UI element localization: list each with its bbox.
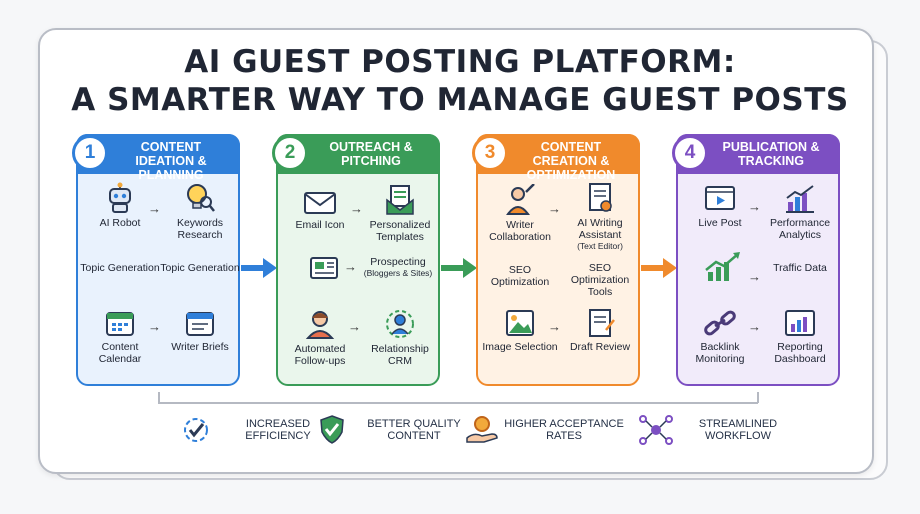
calendar-icon [106, 312, 134, 336]
robot-icon [109, 182, 131, 213]
chain-link-icon [704, 310, 736, 336]
stage-publication-tracking: PUBLICATION & TRACKING 4 Live Post → Per… [672, 134, 840, 386]
performance-analytics: Performance Analytics [760, 184, 840, 241]
stage-number: 1 [72, 135, 108, 171]
newsletter [284, 254, 364, 285]
writer-collaboration: Writer Collaboration [480, 184, 560, 243]
arrow-right-icon: → [748, 199, 761, 214]
topic-generation: Topic Generation [160, 262, 240, 274]
live-post: Live Post [680, 184, 760, 229]
network-icon [639, 415, 673, 445]
seo-optimization: SEO Optimization [490, 264, 550, 288]
automated-follow-ups: Automated Follow-ups [280, 308, 360, 367]
arrow-right-icon [641, 258, 677, 278]
writer-briefs: Writer Briefs [160, 308, 240, 353]
draft-review: Draft Review [560, 308, 640, 353]
arrow-right-icon: → [350, 201, 363, 216]
prospecting: Prospecting (Bloggers & Sites) [363, 256, 433, 278]
stage-content-ideation: CONTENT IDEATION & PLANNING 1 AI Robot →… [72, 134, 240, 386]
content-calendar: Content Calendar [80, 308, 160, 365]
review-icon [589, 309, 615, 337]
arrow-right-icon: → [548, 201, 561, 216]
seo-optimization-tools: SEO Optimization Tools [570, 262, 630, 298]
arrow-right-icon: → [344, 259, 357, 274]
image-selection: Image Selection [480, 308, 560, 353]
arrow-right-icon: → [148, 201, 161, 216]
connector-line [158, 392, 160, 403]
ai-writing-assistant: AI Writing Assistant (Text Editor) [558, 182, 642, 251]
stage-number: 4 [672, 135, 708, 171]
arrow-right-icon: → [748, 269, 761, 284]
ai-robot: AI Robot [80, 182, 160, 229]
document-icon [589, 183, 612, 212]
stage-number: 2 [272, 135, 308, 171]
browser-play-icon [705, 186, 735, 210]
arrow-right-icon: → [748, 319, 761, 334]
hand-coin-icon [466, 416, 498, 443]
arrow-right-icon: → [548, 319, 561, 334]
connector-line [158, 402, 758, 404]
arrow-right-icon: → [148, 319, 161, 334]
bar-chart-icon [786, 185, 814, 213]
stage-outreach-pitching: OUTREACH & PITCHING 2 Email Icon → Perso… [272, 134, 440, 386]
arrow-right-icon [441, 258, 477, 278]
stage-content-creation: CONTENT CREATION & OPTIMIZATION 3 Writer… [472, 134, 642, 386]
person-icon [305, 311, 335, 339]
calendar-icon [186, 312, 214, 336]
arrow-right-icon: → [348, 319, 361, 334]
newsletter-icon [310, 257, 338, 279]
target-check-icon [184, 418, 208, 442]
arrow-right-icon [241, 258, 277, 278]
relationship-crm: Relationship CRM [360, 308, 440, 367]
benefit-quality: BETTER QUALITY CONTENT [314, 412, 474, 452]
topic-generation: Topic Generation [80, 262, 160, 274]
email-icon [304, 192, 336, 214]
email: Email Icon [280, 190, 360, 231]
growth-chart-icon [705, 252, 740, 281]
stage-number: 3 [472, 135, 508, 171]
reporting-dashboard: Reporting Dashboard [760, 308, 840, 365]
title-line-1: AI GUEST POSTING PLATFORM: [184, 44, 736, 80]
benefit-acceptance: HIGHER ACCEPTANCE RATES [464, 412, 634, 452]
benefit-efficiency: INCREASED EFFICIENCY [178, 412, 338, 452]
crm-icon [386, 310, 414, 338]
image-icon [506, 310, 534, 336]
lightbulb-icon [187, 184, 215, 212]
traffic-data: Traffic Data [773, 262, 827, 274]
growth-chart [682, 250, 762, 287]
connector-line [757, 392, 759, 403]
template-icon [386, 185, 414, 215]
keywords-research: Keywords Research [160, 182, 240, 241]
backlink-monitoring: Backlink Monitoring [680, 308, 760, 365]
personalized-templates: Personalized Templates [360, 184, 440, 243]
title-line-2: A SMARTER WAY TO MANAGE GUEST POSTS [71, 82, 849, 118]
dashboard-icon [785, 310, 815, 336]
shield-check-icon [320, 415, 344, 444]
benefit-workflow: STREAMLINED WORKFLOW [638, 412, 798, 452]
writer-icon [506, 184, 535, 215]
